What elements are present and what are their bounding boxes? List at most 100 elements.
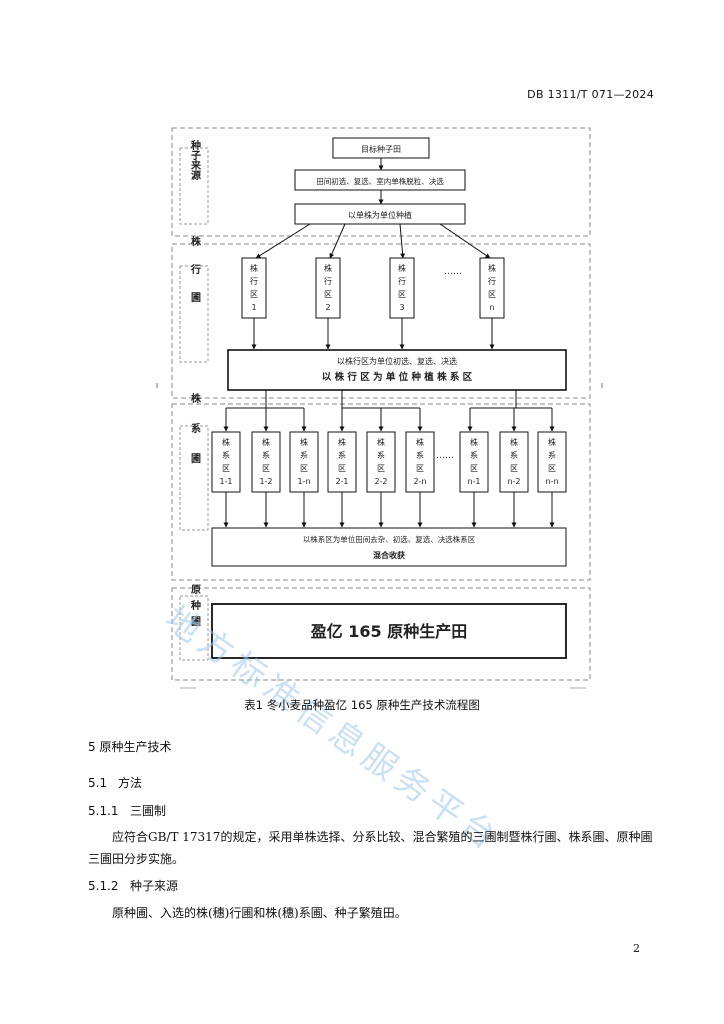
line-unit-line1: 以株系区为单位田间去杂、初选、复选、决选株系区 (303, 534, 476, 544)
plant-line-label-5-d: 2-n (413, 477, 426, 486)
plant-row-label-2-c: 区 (398, 290, 406, 299)
row-ellipsis: …… (444, 267, 462, 277)
plant-line-label-4-b: 系 (377, 450, 385, 460)
plant-row-label-2-a: 株 (398, 263, 406, 273)
section-label-plant-line: 株系圃 (189, 392, 201, 483)
section-5-1-1-number: 5.1.1 (88, 804, 119, 818)
section-frame-original (171, 587, 591, 681)
plant-row-label-3-a: 株 (488, 263, 496, 273)
plant-line-label-8-c: 区 (548, 464, 556, 473)
plant-row-label-1-d: 2 (325, 303, 330, 312)
row-unit-box (227, 349, 567, 391)
section-5-heading: 5 原种生产技术 (88, 740, 172, 754)
document-code: DB 1311/T 071—2024 (527, 88, 654, 101)
plant-row-label-3-d: n (489, 303, 494, 312)
plant-line-label-6-c: 区 (470, 464, 478, 473)
section-5-1-1-title: 三圃制 (130, 804, 167, 818)
plant-line-label-8-b: 系 (548, 450, 556, 460)
plant-line-label-6-b: 系 (470, 450, 478, 460)
plant-line-label-6-d: n-1 (467, 477, 480, 486)
plant-line-box-3 (327, 431, 357, 493)
plant-row-label-0-b: 行 (250, 276, 258, 286)
plant-line-label-2-c: 区 (300, 464, 308, 473)
plant-row-label-2-b: 行 (398, 276, 406, 286)
section-5-1-2-heading: 5.1.2 种子来源 (88, 877, 178, 894)
plant-line-label-7-d: n-2 (507, 477, 520, 486)
plant-line-label-3-c: 区 (338, 464, 346, 473)
line-unit-box (211, 527, 567, 567)
plant-row-box-3 (479, 257, 505, 319)
section-frame-plant-row (171, 243, 591, 399)
plant-line-label-4-d: 2-2 (374, 477, 387, 486)
line-unit-line2: 混合收获 (373, 550, 405, 560)
page-number: 2 (633, 942, 640, 955)
plant-line-label-1-c: 区 (262, 464, 270, 473)
single-plant-label: 以单株为单位种植 (348, 210, 412, 220)
plant-line-box-1 (251, 431, 281, 493)
section-5-1-2-number: 5.1.2 (88, 879, 119, 893)
plant-row-label-0-a: 株 (250, 263, 258, 273)
plant-line-label-8-a: 株 (548, 437, 556, 447)
selection-label: 田间初选、复选、室内单株脱粒、决选 (316, 176, 444, 186)
selection-box (294, 169, 466, 191)
plant-row-label-1-b: 行 (324, 276, 332, 286)
section-5-1-number: 5.1 (88, 776, 108, 790)
plant-line-label-2-d: 1-n (297, 477, 310, 486)
plant-line-label-7-b: 系 (510, 450, 518, 460)
plant-line-label-4-c: 区 (377, 464, 385, 473)
plant-line-label-0-a: 株 (222, 437, 230, 447)
plant-line-label-2-a: 株 (300, 437, 308, 447)
final-field-box (211, 603, 567, 659)
plant-row-label-0-d: 1 (251, 303, 256, 312)
plant-row-label-2-d: 3 (399, 303, 404, 312)
plant-row-label-3-c: 区 (488, 290, 496, 299)
plant-line-label-7-a: 株 (510, 437, 518, 447)
plant-line-label-0-b: 系 (222, 450, 230, 460)
plant-line-label-3-d: 2-1 (335, 477, 348, 486)
plant-line-box-0 (211, 431, 241, 493)
plant-line-label-5-a: 株 (416, 437, 424, 447)
plant-row-label-1-c: 区 (324, 290, 332, 299)
plant-row-label-1-a: 株 (324, 263, 332, 273)
section-frame-plant-line (171, 403, 591, 581)
plant-line-label-0-c: 区 (222, 464, 230, 473)
plant-line-label-0-d: 1-1 (219, 477, 232, 486)
section-label-original: 原种圃 (189, 584, 202, 632)
plant-row-label-0-c: 区 (250, 290, 258, 299)
plant-line-box-4 (366, 431, 396, 493)
plant-line-label-5-c: 区 (416, 464, 424, 473)
line-ellipsis: …… (436, 451, 454, 461)
section-label-seed-source: 种子来源 (189, 139, 202, 181)
section-frame-seed-source (171, 127, 591, 237)
plant-line-label-2-b: 系 (300, 450, 308, 460)
plant-row-box-2 (389, 257, 415, 319)
flowchart: 种子来源 株行圃 株系圃 原种圃 目标种子田 田间初选、复选、室内单株脱粒、决选… (156, 127, 603, 689)
plant-line-box-6 (459, 431, 489, 493)
plant-line-box-7 (499, 431, 529, 493)
plant-line-label-5-b: 系 (416, 450, 424, 460)
plant-line-label-3-b: 系 (338, 450, 346, 460)
plant-line-label-6-a: 株 (470, 437, 478, 447)
target-seed-field-label: 目标种子田 (361, 144, 401, 154)
final-field-label: 盈亿 165 原种生产田 (310, 622, 468, 641)
plant-line-label-3-a: 株 (338, 437, 346, 447)
section-5-1-2-title: 种子来源 (130, 879, 179, 893)
plant-line-label-1-a: 株 (262, 437, 270, 447)
figure-caption: 表1 冬小麦品种盈亿 165 原种生产技术流程图 (244, 698, 480, 712)
plant-line-label-8-d: n-n (545, 477, 558, 486)
plant-row-label-3-b: 行 (488, 276, 496, 286)
section-5-1-2-paragraph: 原种圃、入选的株(穗)行圃和株(穗)系圃、种子繁殖田。 (112, 906, 407, 920)
plant-line-box-5 (405, 431, 435, 493)
plant-line-label-1-d: 1-2 (259, 477, 272, 486)
plant-line-label-7-c: 区 (510, 464, 518, 473)
row-unit-line2: 以 株 行 区 为 单 位 种 植 株 系 区 (322, 371, 473, 383)
section-5-1-1-heading: 5.1.1 三圃制 (88, 802, 166, 819)
plant-line-box-2 (289, 431, 319, 493)
single-plant-box (294, 203, 466, 225)
section-5-1-heading: 5.1 方法 (88, 774, 142, 791)
section-5-1-1-paragraph: 应符合GB/T 17317的规定，采用单株选择、分系比较、混合繁殖的三圃制暨株行… (88, 830, 653, 866)
plant-line-label-4-a: 株 (377, 437, 385, 447)
row-unit-line1: 以株行区为单位初选、复选、决选 (337, 356, 457, 366)
section-5-1-title: 方法 (118, 776, 143, 790)
section-label-plant-row: 株行圃 (189, 235, 202, 320)
